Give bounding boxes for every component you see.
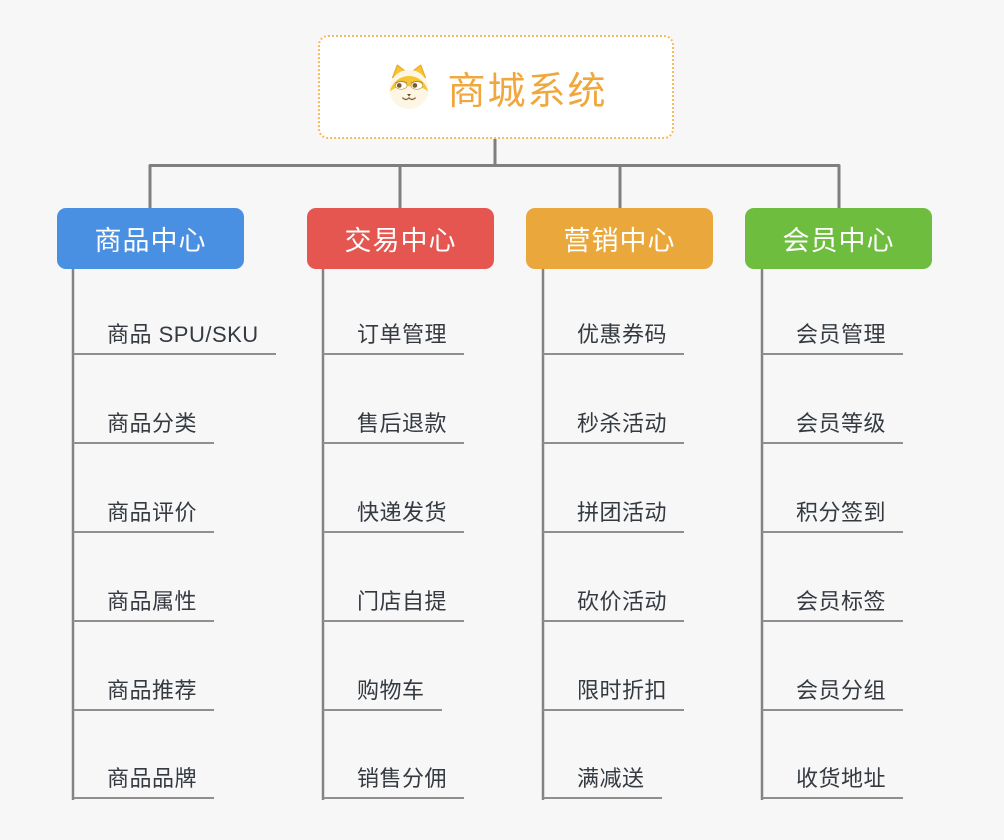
branch-node-marketing-center[interactable]: 营销中心 <box>526 208 713 269</box>
leaf-node[interactable]: 订单管理 <box>323 322 465 355</box>
leaf-node[interactable]: 会员标签 <box>762 589 904 622</box>
leaf-node[interactable]: 会员等级 <box>762 411 904 444</box>
leaf-node[interactable]: 门店自提 <box>323 589 465 622</box>
leaf-node[interactable]: 限时折扣 <box>543 678 685 711</box>
leaf-node[interactable]: 会员分组 <box>762 678 904 711</box>
leaf-node[interactable]: 商品评价 <box>73 500 215 533</box>
branch-node-trade-center[interactable]: 交易中心 <box>307 208 494 269</box>
leaf-node[interactable]: 商品属性 <box>73 589 215 622</box>
leaf-node[interactable]: 积分签到 <box>762 500 904 533</box>
leaf-node[interactable]: 商品品牌 <box>73 766 215 799</box>
leaf-node[interactable]: 快递发货 <box>323 500 465 533</box>
branch-node-member-center[interactable]: 会员中心 <box>745 208 932 269</box>
dog-face-icon <box>389 64 430 109</box>
leaf-node[interactable]: 砍价活动 <box>543 589 685 622</box>
root-node[interactable]: 商城系统 <box>318 35 674 139</box>
leaf-node[interactable]: 拼团活动 <box>543 500 685 533</box>
leaf-node[interactable]: 秒杀活动 <box>543 411 685 444</box>
leaf-node[interactable]: 商品 SPU/SKU <box>73 322 276 355</box>
root-label: 商城系统 <box>447 70 608 113</box>
leaf-node[interactable]: 满减送 <box>543 766 662 799</box>
leaf-node[interactable]: 会员管理 <box>762 322 904 355</box>
leaf-node[interactable]: 商品推荐 <box>73 678 215 711</box>
leaf-node[interactable]: 优惠券码 <box>543 322 685 355</box>
branch-node-product-center[interactable]: 商品中心 <box>57 208 244 269</box>
leaf-node[interactable]: 售后退款 <box>323 411 465 444</box>
leaf-node[interactable]: 购物车 <box>323 678 442 711</box>
leaf-node[interactable]: 商品分类 <box>73 411 215 444</box>
leaf-node[interactable]: 销售分佣 <box>323 766 465 799</box>
leaf-node[interactable]: 收货地址 <box>762 766 904 799</box>
